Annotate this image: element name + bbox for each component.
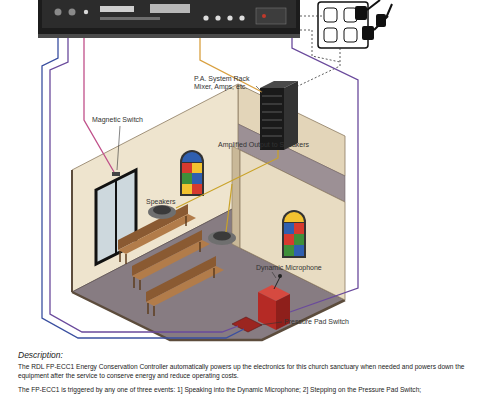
plug [355, 6, 367, 20]
description-text: The RDL FP-ECC1 Energy Conservation Cont… [18, 363, 486, 381]
leader-line [256, 86, 262, 92]
controller-terminal [203, 15, 208, 20]
speaker-wire [176, 150, 278, 232]
window-frame [282, 210, 306, 258]
window-pane [192, 184, 202, 194]
switch-wire [84, 38, 114, 172]
pew-seat [146, 266, 224, 306]
window-pane [192, 173, 202, 184]
rack-side [284, 81, 298, 150]
pew-leg [148, 268, 214, 316]
window-pane [192, 163, 202, 173]
window-pane [284, 234, 294, 245]
speaker [208, 231, 236, 245]
controller-jack [84, 10, 88, 14]
controller-connector [256, 8, 286, 24]
controller-terminal [215, 15, 220, 20]
window-frame [180, 150, 204, 196]
outlet [324, 28, 337, 42]
controller-plate [100, 6, 134, 12]
controller-body [38, 0, 300, 38]
controller-terminal [239, 15, 244, 20]
window-pane [284, 212, 304, 222]
callout-label: Amplified Output to Speakers [218, 141, 338, 149]
leader-line [272, 272, 276, 278]
right-wall [240, 150, 345, 300]
description-text: The FP-ECC1 is triggered by any one of t… [18, 386, 486, 395]
pressure-pad [232, 317, 262, 332]
microphone-stand [274, 277, 280, 289]
controller-knob [55, 9, 62, 16]
power-line [300, 16, 324, 17]
section-heading: Description: [18, 350, 138, 360]
leader-line [117, 126, 120, 170]
window-pane [294, 245, 304, 256]
controller-knob [69, 9, 76, 16]
rack-units [262, 96, 282, 136]
callout-label: P.A. System Rack Mixer, Amps, etc. [194, 75, 258, 91]
power-line [300, 30, 340, 62]
floor-edge [72, 292, 345, 340]
plug [362, 26, 374, 40]
window-pane [182, 163, 192, 173]
outlet [344, 28, 357, 42]
callout-label: Speakers [146, 198, 196, 206]
wall-edge [71, 170, 73, 292]
window-pane [294, 234, 304, 245]
microphone [278, 274, 282, 278]
outlet [324, 8, 337, 22]
outlet-panel [318, 2, 368, 48]
door-frame [115, 180, 117, 254]
callout-label: Magnetic Switch [92, 116, 172, 124]
speaker-cone [213, 232, 231, 241]
speaker-cone [153, 206, 171, 215]
controller-lip [38, 34, 300, 38]
controller-led [262, 14, 266, 18]
controller-panel [42, 0, 296, 28]
window-pane [182, 173, 192, 184]
controller-plate [150, 4, 190, 13]
power-cord [367, 0, 392, 30]
window-pane [182, 152, 202, 162]
magnetic-switch [112, 172, 120, 176]
controller-terminal [227, 15, 232, 20]
wall-edge [232, 146, 240, 248]
window-pane [294, 223, 304, 234]
speaker [148, 205, 176, 219]
window-pane [284, 223, 294, 234]
callout-label: Pressure Pad Switch [284, 318, 384, 326]
window-pane [182, 184, 192, 194]
window-pane [284, 245, 294, 256]
leader-line [260, 322, 282, 325]
controller-strip [100, 17, 160, 20]
trigger-wire [50, 38, 238, 332]
callout-label: Dynamic Microphone [256, 264, 356, 272]
rack-front [260, 88, 284, 150]
